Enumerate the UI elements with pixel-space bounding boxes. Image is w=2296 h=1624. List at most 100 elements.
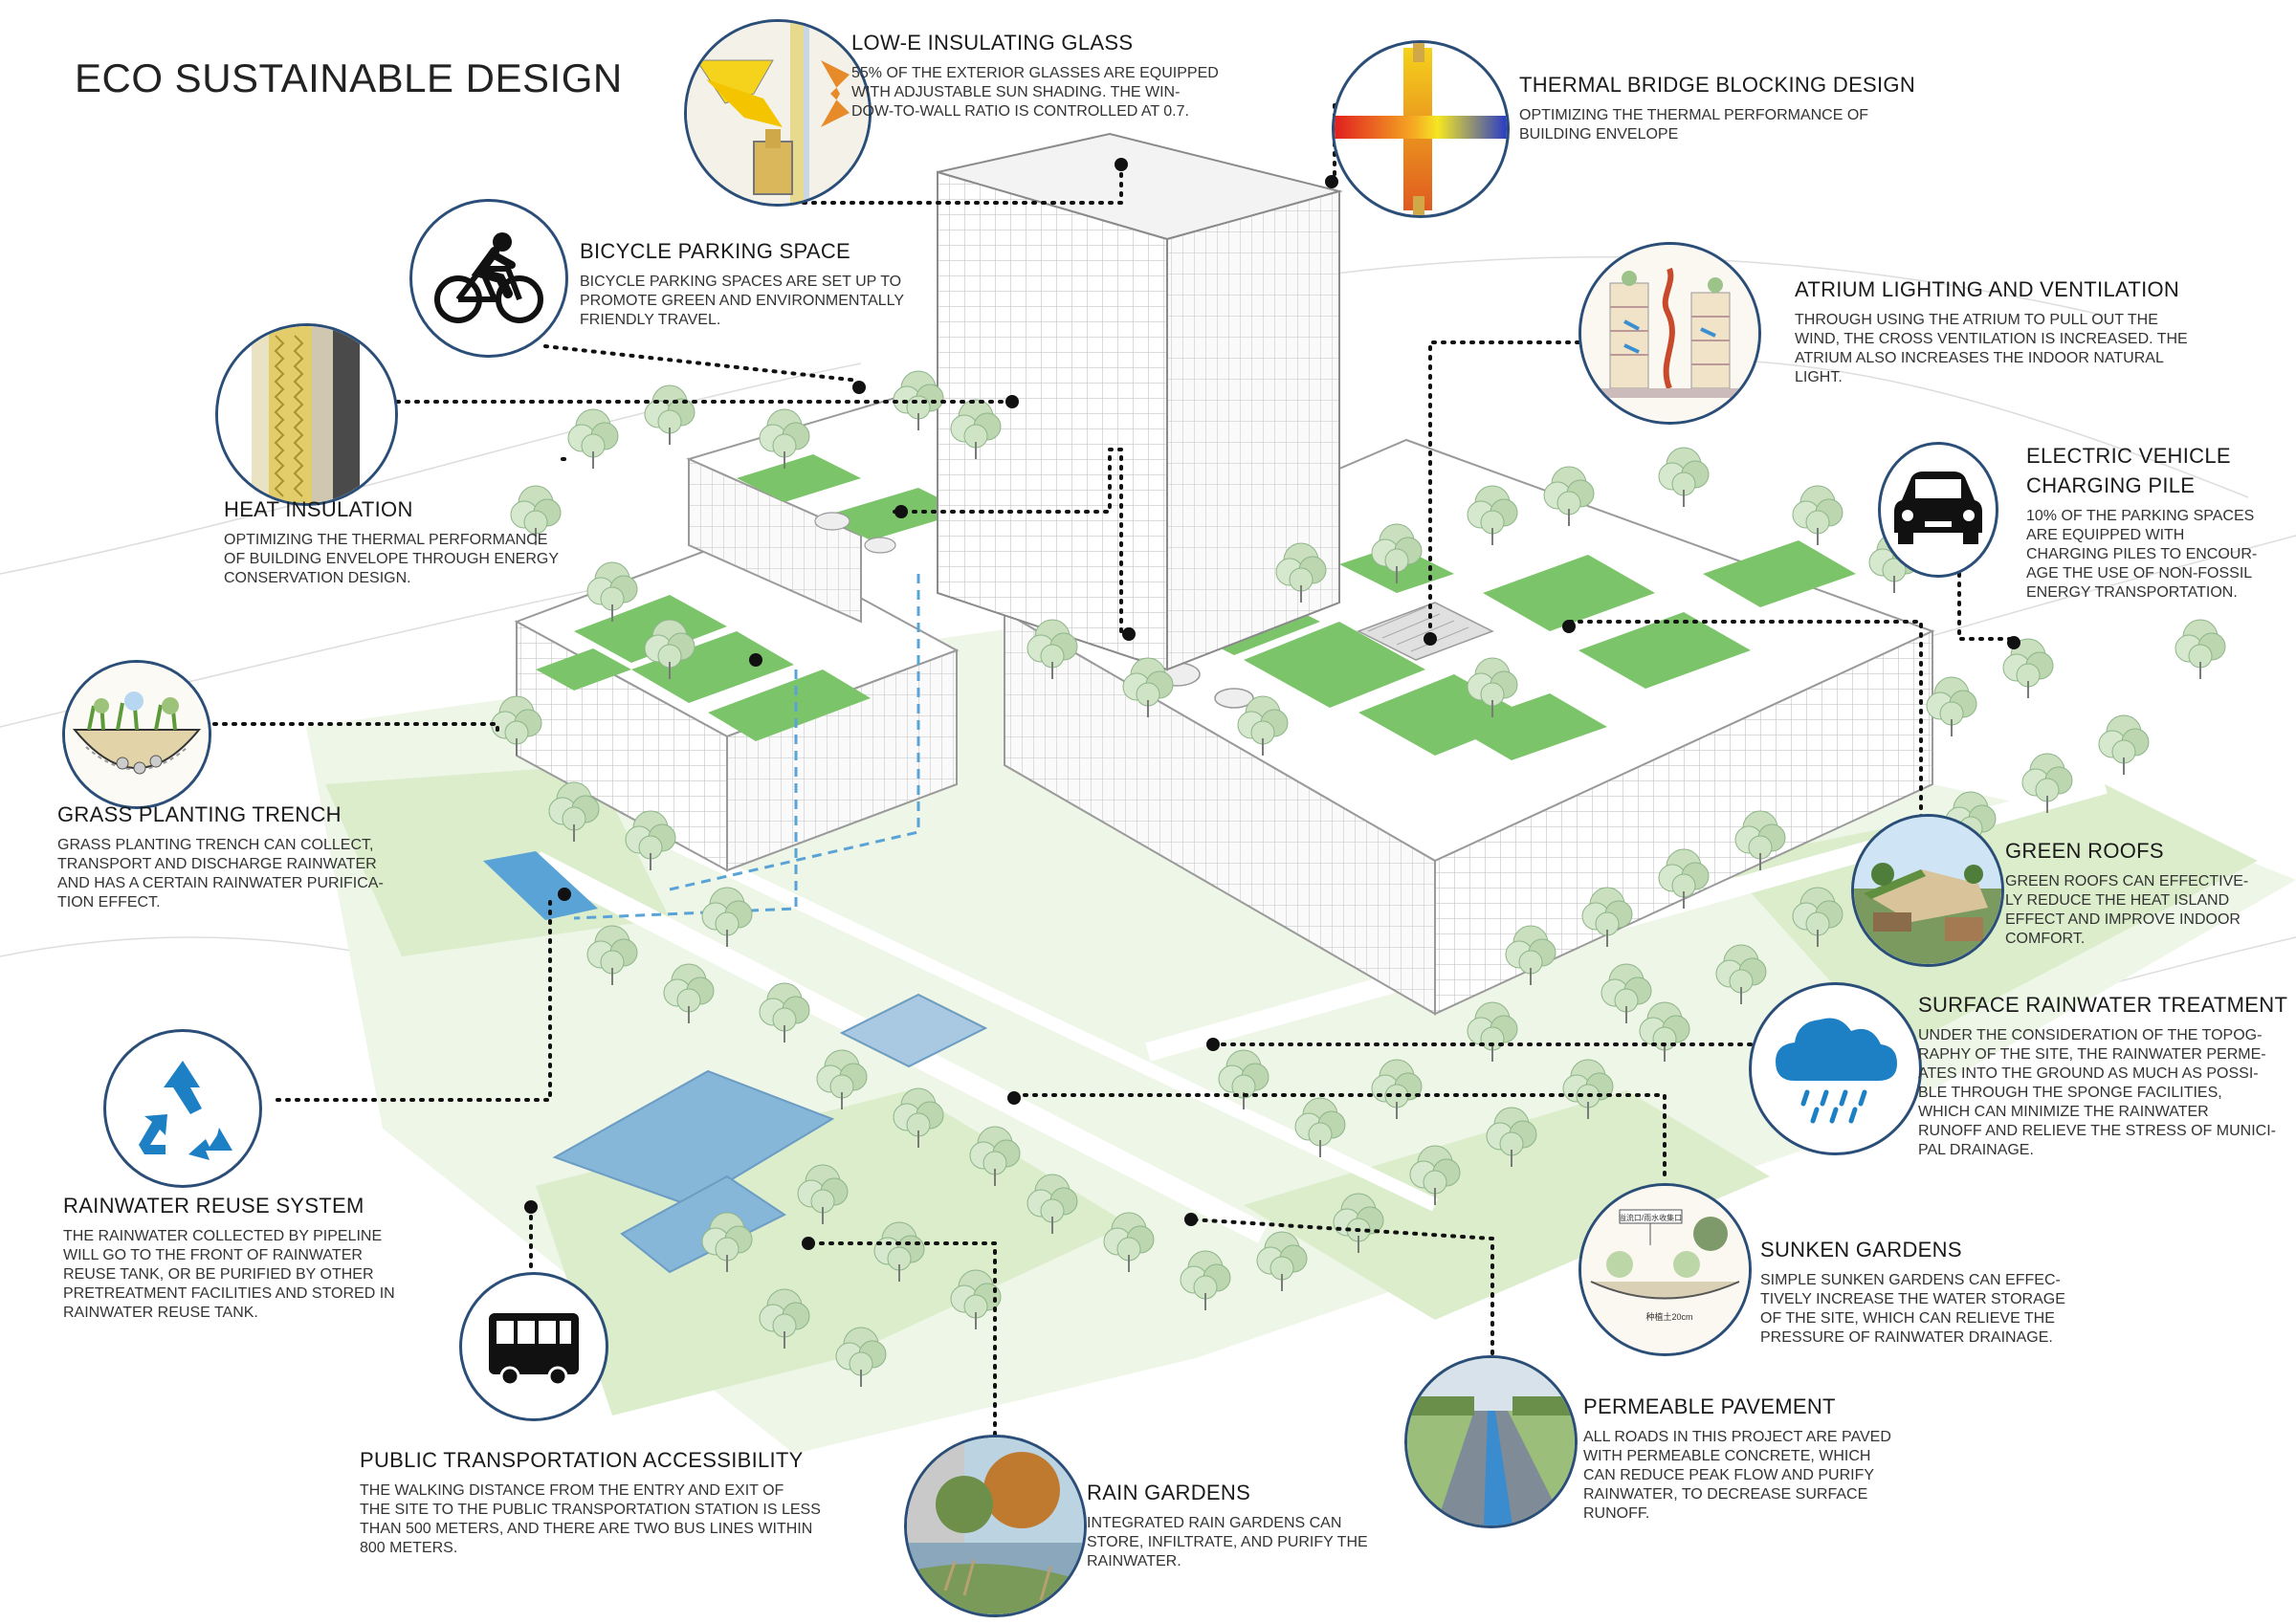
label-atrium-line-1: THROUGH USING THE ATRIUM TO PULL OUT THE <box>1795 311 2158 328</box>
label-atrium-line-3: ATRIUM ALSO INCREASES THE INDOOR NATURAL <box>1795 349 2164 366</box>
label-lowe-title: LOW-E INSULATING GLASS <box>851 31 1134 55</box>
label-reuse-line-1: THE RAINWATER COLLECTED BY PIPELINE <box>63 1227 383 1244</box>
label-thermal-title: THERMAL BRIDGE BLOCKING DESIGN <box>1519 73 1916 97</box>
label-heat-line-2: OF BUILDING ENVELOPE THROUGH ENERGY <box>224 550 559 567</box>
label-surface-line-3: ATES INTO THE GROUND AS MUCH AS POSSI- <box>1918 1064 2259 1082</box>
label-public-transport: PUBLIC TRANSPORTATION ACCESSIBILITY THE … <box>360 1446 857 1558</box>
label-ev-line-1: 10% OF THE PARKING SPACES <box>2026 507 2255 524</box>
label-surface-line-1: UNDER THE CONSIDERATION OF THE TOPOG- <box>1918 1026 2263 1043</box>
label-grass-trench: GRASS PLANTING TRENCH GRASS PLANTING TRE… <box>57 801 459 912</box>
label-grass-line-1: GRASS PLANTING TRENCH CAN COLLECT, <box>57 836 374 853</box>
label-thermal-bridge: THERMAL BRIDGE BLOCKING DESIGN OPTIMIZIN… <box>1519 71 1969 144</box>
label-greenroofs-line-1: GREEN ROOFS CAN EFFECTIVE- <box>2005 872 2249 889</box>
label-atrium-title: ATRIUM LIGHTING AND VENTILATION <box>1795 277 2180 301</box>
leader-dots <box>524 158 2020 1250</box>
label-sunken-gardens: SUNKEN GARDENS SIMPLE SUNKEN GARDENS CAN… <box>1760 1236 2143 1348</box>
label-raingardens-title: RAIN GARDENS <box>1087 1481 1251 1504</box>
page-title: ECO SUSTAINABLE DESIGN <box>75 55 623 100</box>
sunken-depth-text: 种植土20cm <box>1645 1311 1692 1322</box>
label-surface-line-5: WHICH CAN MINIMIZE THE RAINWATER <box>1918 1103 2209 1120</box>
green-roof-photo <box>1851 814 2004 967</box>
leader-atrium <box>1428 340 1590 641</box>
label-ev-charging: ELECTRIC VEHICLE CHARGING PILE 10% OF TH… <box>2026 442 2285 603</box>
leader-greenroofs <box>1567 620 1923 820</box>
planting-trench-icon <box>62 660 211 809</box>
label-lowe-line-3: DOW-TO-WALL RATIO IS CONTROLLED AT 0.7. <box>851 102 1189 120</box>
label-rainwater-reuse: RAINWATER REUSE SYSTEM THE RAINWATER COL… <box>63 1192 484 1323</box>
sunken-garden-sketch: 溢流口/雨水收集口 种植土20cm <box>1578 1183 1752 1356</box>
label-atrium: ATRIUM LIGHTING AND VENTILATION THROUGH … <box>1795 275 2273 387</box>
label-ev-line-2: ARE EQUIPPED WITH <box>2026 526 2185 543</box>
rain-cloud-icon <box>1749 982 1922 1155</box>
label-heat-line-3: CONSERVATION DESIGN. <box>224 569 411 586</box>
label-surface-rainwater: SURFACE RAINWATER TREATMENT UNDER THE CO… <box>1918 991 2291 1160</box>
label-public-line-2: THE SITE TO THE PUBLIC TRANSPORTATION ST… <box>360 1501 821 1518</box>
label-surface-line-2: RAPHY OF THE SITE, THE RAINWATER PERME- <box>1918 1045 2266 1063</box>
label-sunken-line-4: PRESSURE OF RAINWATER DRAINAGE. <box>1760 1328 2053 1346</box>
label-thermal-line-1: OPTIMIZING THE THERMAL PERFORMANCE OF <box>1519 106 1869 123</box>
label-heat-title: HEAT INSULATION <box>224 497 413 521</box>
label-grass-title: GRASS PLANTING TRENCH <box>57 802 342 826</box>
insulation-layer-icon <box>215 323 398 506</box>
permeable-road-photo <box>1404 1355 1578 1528</box>
label-public-line-4: 800 METERS. <box>360 1539 458 1556</box>
label-bicycle-line-2: PROMOTE GREEN AND ENVIRONMENTALLY <box>580 292 905 309</box>
leader-bicycle <box>543 344 861 383</box>
label-thermal-line-2: BUILDING ENVELOPE <box>1519 125 1679 143</box>
atrium-section-icon <box>1578 242 1761 425</box>
car-icon <box>1878 442 1998 578</box>
label-lowe-glass: LOW-E INSULATING GLASS 55% OF THE EXTERI… <box>851 29 1301 121</box>
label-surface-line-7: PAL DRAINAGE. <box>1918 1141 2034 1158</box>
label-permeable-line-1: ALL ROADS IN THIS PROJECT ARE PAVED <box>1583 1428 1891 1445</box>
label-grass-line-4: TION EFFECT. <box>57 893 161 911</box>
label-rain-gardens: RAIN GARDENS INTEGRATED RAIN GARDENS CAN… <box>1087 1479 1412 1571</box>
label-lowe-line-1: 55% OF THE EXTERIOR GLASSES ARE EQUIPPED <box>851 64 1219 81</box>
label-grass-line-3: AND HAS A CERTAIN RAINWATER PURIFICA- <box>57 874 384 891</box>
label-public-title: PUBLIC TRANSPORTATION ACCESSIBILITY <box>360 1448 804 1472</box>
label-raingardens-line-2: STORE, INFILTRATE, AND PURIFY THE <box>1087 1533 1368 1550</box>
label-surface-title: SURFACE RAINWATER TREATMENT <box>1918 993 2288 1017</box>
label-permeable-line-4: RAINWATER, TO DECREASE SURFACE <box>1583 1485 1868 1503</box>
label-ev-title-2: CHARGING PILE <box>2026 472 2196 497</box>
bus-icon <box>459 1272 608 1421</box>
leader-permeable <box>1189 1218 1494 1355</box>
label-permeable-line-3: CAN REDUCE PEAK FLOW AND PURIFY <box>1583 1466 1875 1483</box>
glass-sun-shading-icon <box>684 19 872 207</box>
label-heat-insulation: HEAT INSULATION OPTIMIZING THE THERMAL P… <box>224 495 645 588</box>
thermal-bridge-icon <box>1332 40 1510 218</box>
label-ev-line-3: CHARGING PILES TO ENCOUR- <box>2026 545 2258 562</box>
label-greenroofs-line-3: EFFECT AND IMPROVE INDOOR <box>2005 911 2241 928</box>
bicycle-icon <box>409 199 568 358</box>
label-raingardens-line-3: RAINWATER. <box>1087 1552 1181 1569</box>
label-greenroofs-line-2: LY REDUCE THE HEAT ISLAND <box>2005 891 2230 909</box>
label-ev-line-5: ENERGY TRANSPORTATION. <box>2026 583 2238 601</box>
label-greenroofs-title: GREEN ROOFS <box>2005 839 2164 863</box>
label-reuse-line-2: WILL GO TO THE FRONT OF RAINWATER <box>63 1246 363 1263</box>
leader-podium <box>893 448 1131 633</box>
label-sunken-line-2: TIVELY INCREASE THE WATER STORAGE <box>1760 1290 2065 1307</box>
label-green-roofs: GREEN ROOFS GREEN ROOFS CAN EFFECTIVE- L… <box>2005 837 2283 949</box>
leader-reuse <box>276 892 552 1102</box>
label-reuse-line-3: REUSE TANK, OR BE PURIFIED BY OTHER <box>63 1265 374 1283</box>
label-sunken-title: SUNKEN GARDENS <box>1760 1238 1962 1262</box>
label-public-line-1: THE WALKING DISTANCE FROM THE ENTRY AND … <box>360 1481 784 1499</box>
label-reuse-line-5: RAINWATER REUSE TANK. <box>63 1304 258 1321</box>
label-grass-line-2: TRANSPORT AND DISCHARGE RAINWATER <box>57 855 377 872</box>
rainwater-pipeline <box>573 574 920 920</box>
label-permeable-line-5: RUNOFF. <box>1583 1504 1650 1522</box>
label-bicycle-line-3: FRIENDLY TRAVEL. <box>580 311 721 328</box>
label-ev-line-4: AGE THE USE OF NON-FOSSIL <box>2026 564 2253 582</box>
leader-raingardens <box>806 1241 997 1456</box>
label-heat-line-1: OPTIMIZING THE THERMAL PERFORMANCE <box>224 531 548 548</box>
label-reuse-line-4: PRETREATMENT FACILITIES AND STORED IN <box>63 1284 395 1302</box>
label-atrium-line-4: LIGHT. <box>1795 368 1843 385</box>
label-permeable-title: PERMEABLE PAVEMENT <box>1583 1394 1836 1418</box>
recycle-icon <box>103 1029 262 1188</box>
label-sunken-line-3: OF THE SITE, WHICH CAN RELIEVE THE <box>1760 1309 2055 1327</box>
label-ev-title-1: ELECTRIC VEHICLE <box>2026 444 2231 468</box>
leader-ev <box>1957 505 2016 641</box>
label-bicycle-title: BICYCLE PARKING SPACE <box>580 239 851 263</box>
